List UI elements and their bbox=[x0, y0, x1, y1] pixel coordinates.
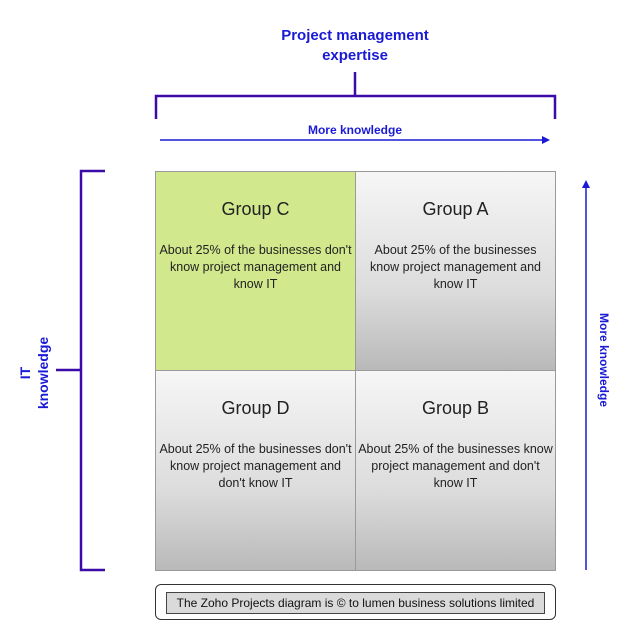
top-axis-title: Project management expertise bbox=[255, 26, 455, 66]
quadrant-group-a: Group A About 25% of the businesses know… bbox=[355, 171, 556, 371]
quadrant-description: About 25% of the businesses don't know p… bbox=[159, 442, 352, 490]
horizontal-axis-label: More knowledge bbox=[307, 123, 402, 137]
quadrant-group-b: Group B About 25% of the businesses know… bbox=[355, 370, 556, 571]
quadrant-title: Group B bbox=[421, 398, 490, 418]
quadrant-title: Group C bbox=[221, 199, 290, 219]
quadrant-description: About 25% of the businesses know project… bbox=[370, 243, 541, 291]
top-axis-title-line1: Project management bbox=[281, 27, 429, 44]
quadrant-description: About 25% of the businesses don't know p… bbox=[159, 243, 352, 291]
left-bracket bbox=[56, 169, 105, 572]
copyright-box: The Zoho Projects diagram is © to lumen … bbox=[155, 584, 556, 620]
left-axis-title-line1: IT bbox=[17, 366, 33, 380]
top-bracket bbox=[154, 72, 557, 119]
quadrant-description: About 25% of the businesses know project… bbox=[358, 442, 553, 490]
vertical-axis-label: More knowledge bbox=[597, 312, 611, 408]
copyright-text: The Zoho Projects diagram is © to lumen … bbox=[166, 592, 545, 614]
quadrant-group-d: Group D About 25% of the businesses don'… bbox=[155, 370, 356, 571]
left-axis-title-line2: knowledge bbox=[35, 336, 51, 410]
quadrant-group-c: Group C About 25% of the businesses don'… bbox=[155, 171, 356, 371]
top-axis-title-line2: expertise bbox=[322, 47, 388, 64]
quadrant-title: Group A bbox=[422, 199, 489, 219]
left-axis-title: IT knowledge bbox=[16, 337, 52, 409]
quadrant-title: Group D bbox=[221, 398, 290, 418]
